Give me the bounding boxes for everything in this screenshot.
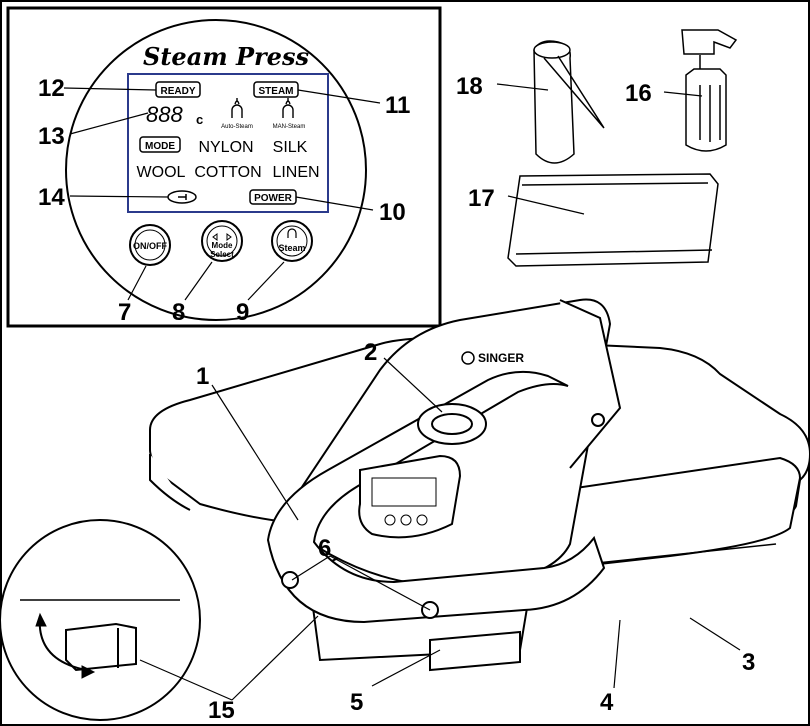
clamp-detail-inset	[0, 519, 201, 721]
callout-18: 18	[456, 73, 483, 100]
callout-13: 13	[38, 123, 65, 150]
mode-arrows-icon	[212, 233, 232, 241]
callout-line-18	[496, 83, 549, 91]
mode-button-line2: Select	[210, 250, 234, 259]
callout-17: 17	[468, 185, 495, 212]
temp-unit: c	[196, 112, 203, 127]
steam-press-unit	[149, 298, 810, 672]
panel-title: Steam Press	[143, 42, 309, 71]
brand-logo-mark	[461, 351, 475, 365]
man-steam-label: MAN-Steam	[273, 124, 306, 130]
callout-3: 3	[742, 649, 755, 676]
callout-1: 1	[196, 363, 209, 390]
mode-badge	[139, 136, 181, 153]
callout-10: 10	[379, 199, 406, 226]
auto-steam-icon	[231, 98, 243, 118]
callout-14: 14	[38, 184, 65, 211]
steam-badge	[253, 81, 299, 98]
callout-5: 5	[350, 689, 363, 716]
callout-line-17	[507, 195, 585, 215]
auto-steam-label: Auto-Steam	[221, 124, 253, 130]
callout-12: 12	[38, 75, 65, 102]
fabric-silk: SILK	[273, 139, 308, 156]
inset-frame	[6, 6, 442, 328]
steam-button-label: Steam	[278, 243, 305, 253]
panel-callout-lines	[63, 87, 381, 301]
main-callout-lines	[139, 357, 741, 701]
water-bag-icon	[507, 173, 719, 267]
panel-outline	[65, 19, 367, 321]
measuring-funnel-icon	[533, 40, 605, 164]
callout-15: 15	[208, 697, 235, 724]
control-panel-inset: Steam Press READY STEAM 888 c Auto-Steam…	[6, 6, 442, 328]
brand-logo: SINGER	[478, 351, 524, 365]
temp-digits: 888	[146, 102, 183, 127]
callout-2: 2	[364, 339, 377, 366]
callout-8: 8	[172, 299, 185, 326]
ready-text: READY	[160, 86, 195, 97]
mode-text: MODE	[145, 141, 175, 152]
fabric-nylon: NYLON	[198, 139, 253, 156]
callout-4: 4	[600, 689, 614, 716]
spray-bottle-icon	[681, 29, 738, 152]
steam-button-icon	[287, 228, 297, 238]
onoff-button-ring	[134, 229, 166, 261]
callout-7: 7	[118, 299, 131, 326]
steam-text: STEAM	[259, 86, 294, 97]
callout-9: 9	[236, 299, 249, 326]
steam-button-ring	[276, 225, 308, 257]
onoff-button	[129, 224, 171, 266]
steam-button	[271, 220, 313, 262]
fabric-wool: WOOL	[137, 164, 186, 181]
man-steam-icon	[282, 98, 294, 118]
fabric-linen: LINEN	[272, 164, 319, 181]
callout-11: 11	[385, 92, 410, 119]
callout-6: 6	[318, 535, 331, 562]
lcd-frame	[127, 73, 329, 213]
mode-select-button-ring	[206, 225, 238, 257]
mode-button-line1: Mode	[212, 241, 233, 250]
onoff-button-label: ON/OFF	[133, 241, 167, 251]
power-text: POWER	[254, 193, 293, 204]
mode-select-button	[201, 220, 243, 262]
fabric-cotton: COTTON	[194, 164, 261, 181]
callout-16: 16	[625, 80, 652, 107]
callout-line-16	[663, 91, 703, 97]
